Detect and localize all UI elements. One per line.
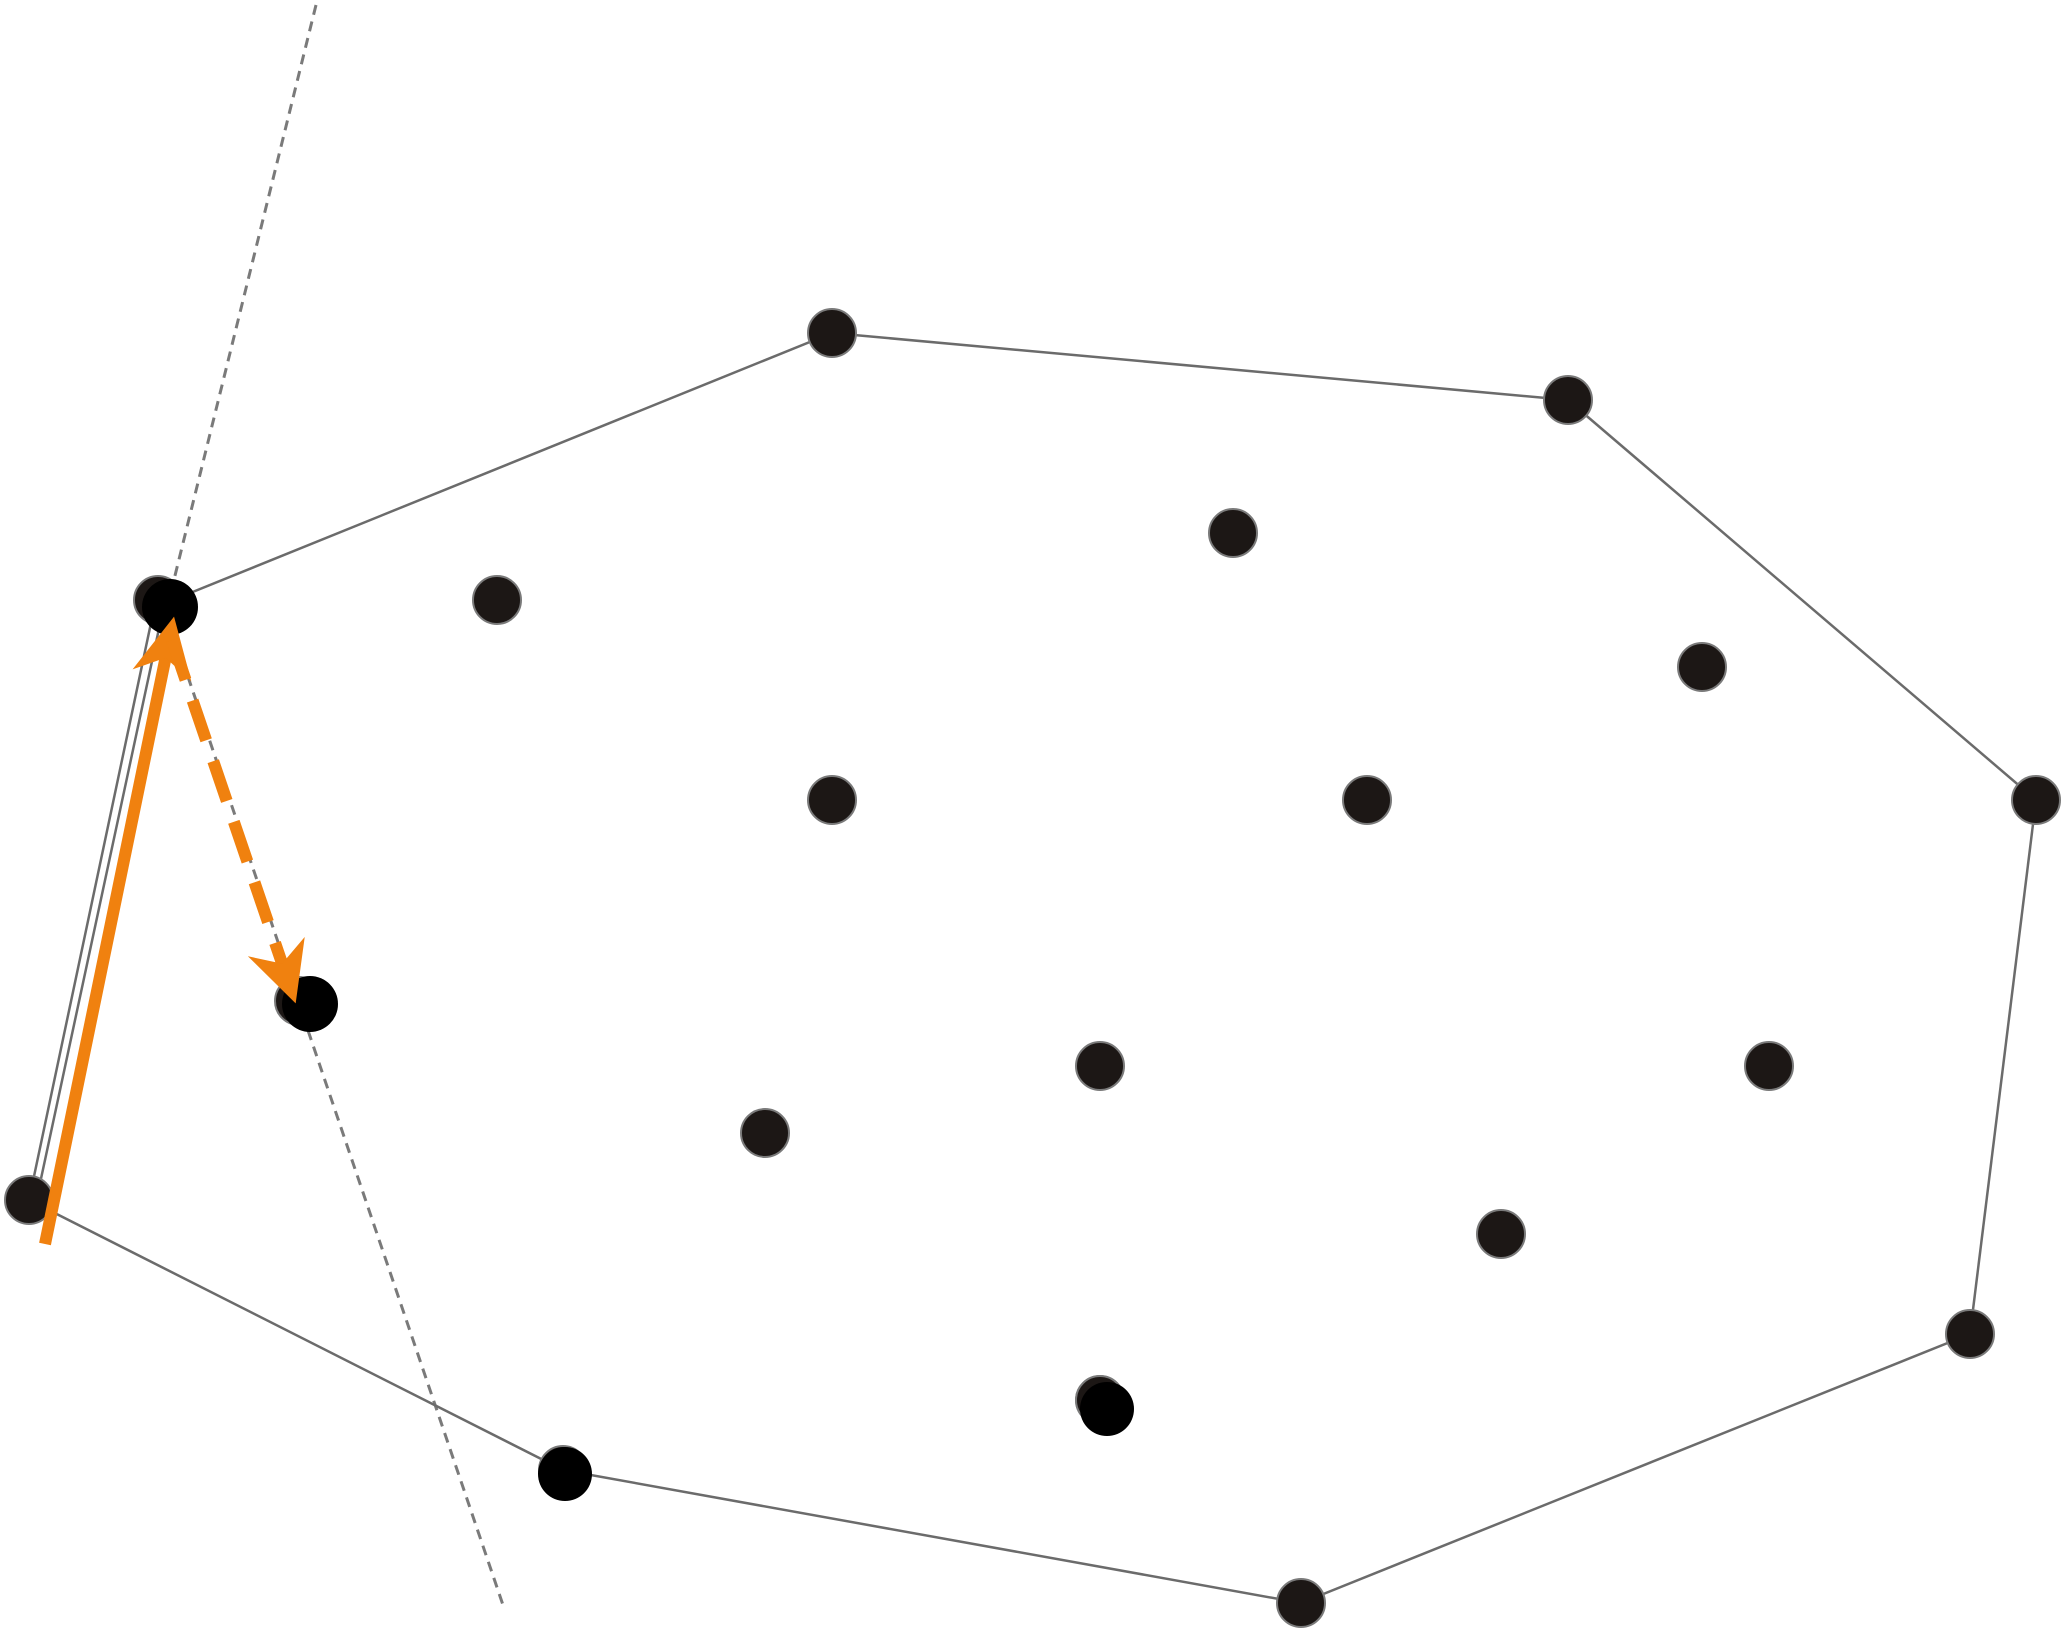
interior-point (1080, 1382, 1134, 1436)
point (1342, 775, 1392, 825)
previous-hull-edge-arrow (39, 616, 192, 1246)
candidate-point (282, 976, 338, 1032)
hull-vertex (2011, 775, 2061, 825)
bottom-hull-vertex-highlight (538, 1447, 592, 1501)
point (472, 575, 522, 625)
supporting-line-upper (164, 4, 318, 613)
current-hull-vertex (142, 579, 198, 635)
point (807, 775, 857, 825)
hull-edge (28, 1198, 564, 1472)
hull-vertex (1276, 1578, 1326, 1628)
hull-edge (34, 609, 165, 1203)
hull-edge (831, 331, 1569, 402)
hull-edges (27, 331, 2038, 1605)
point (1075, 1041, 1125, 1091)
hull-vertex (807, 308, 857, 358)
hull-edge (1968, 799, 2038, 1335)
point (1677, 642, 1727, 692)
point (1476, 1209, 1526, 1259)
hull-edge (27, 603, 157, 1201)
arrows (39, 616, 305, 1246)
hull-edge (162, 331, 833, 606)
point (1208, 508, 1258, 558)
hull-vertex (1543, 375, 1593, 425)
point (1744, 1041, 1794, 1091)
point (740, 1108, 790, 1158)
hull-edge (562, 1468, 1302, 1605)
hull-vertex (1945, 1309, 1995, 1359)
hull-edge (1567, 399, 2037, 801)
hull-edge (1300, 1332, 1971, 1605)
candidate-direction-arrow (166, 638, 305, 1004)
